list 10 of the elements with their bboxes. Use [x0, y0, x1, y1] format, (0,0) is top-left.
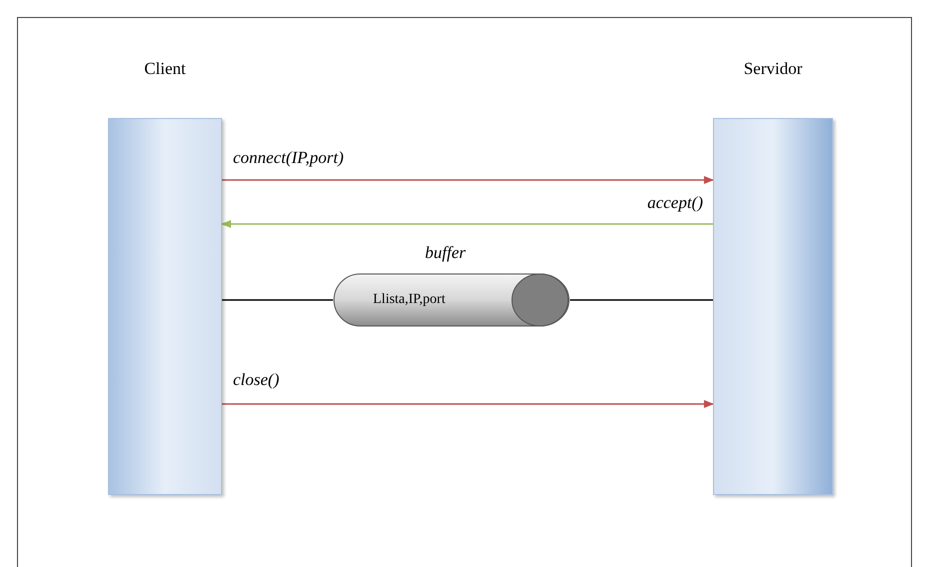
edge-label: accept(): [647, 192, 703, 214]
edge-label: connect(IP,port): [233, 147, 344, 169]
arrow: [221, 220, 713, 228]
arrow: [222, 176, 714, 184]
edge-label: close(): [233, 369, 280, 391]
buffer-caption: buffer: [425, 242, 466, 264]
cylinder-label: Llista,IP,port: [373, 291, 446, 309]
arrow: [222, 400, 714, 408]
lane-heading: Servidor: [744, 58, 802, 80]
lane-heading: Client: [144, 58, 186, 80]
